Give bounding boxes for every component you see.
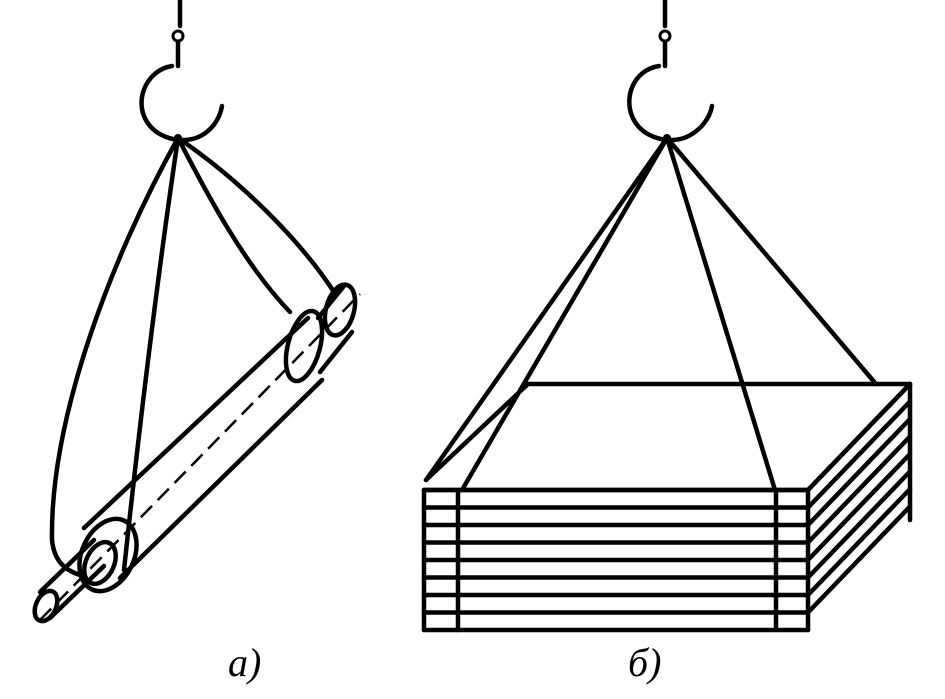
shaft-bottom-edge [47,563,107,621]
shaft-end [32,588,60,624]
caption-a: а) [228,640,262,685]
sling-a-short-outer [175,135,337,295]
shaft-top-edge [37,537,97,595]
sheet-side-edge [805,451,913,563]
sling-a-long-outer [49,135,181,578]
panel-a [32,0,361,624]
slings-a [49,135,337,578]
sheet-lines [421,381,913,633]
pipe-far-top [315,283,347,321]
sling-a-short-inner [175,135,293,315]
sling-b-left-far [423,135,670,483]
sheet-side-edge [805,381,913,493]
hook-a [139,0,225,143]
pipe-far-bottom [317,329,355,375]
pipe-a [32,282,361,624]
sheet-side-edge [805,416,913,528]
stack-top-far-edge [423,381,913,483]
sheet-side-edge [805,486,913,598]
sheet-side-edge [805,504,913,615]
sheet-side-edge [805,469,913,580]
sheet-side-edge [805,399,913,510]
hook-a-eye [171,29,185,43]
hook-a-bend [139,63,225,143]
pipe-bottom-edge [117,377,325,581]
sling-loop-1 [283,308,325,384]
panel-b [421,0,913,633]
hook-b-bend [627,63,715,143]
pipe-end-outer [77,516,139,594]
pipe-axis [39,293,361,621]
sling-b-left-near [459,135,670,493]
pipe-top-edge [81,315,311,531]
sling-b-right-far [664,135,879,387]
sheet-stack [421,381,913,633]
sling-b-right-near [664,135,778,493]
sheet-side-edge [805,434,913,545]
caption-b: б) [628,640,662,685]
slings-b [423,135,879,493]
hook-b-eye [658,29,672,43]
hook-b [627,0,715,143]
pipe-end-inner [82,539,118,587]
sling-a-long-inner [121,135,181,573]
